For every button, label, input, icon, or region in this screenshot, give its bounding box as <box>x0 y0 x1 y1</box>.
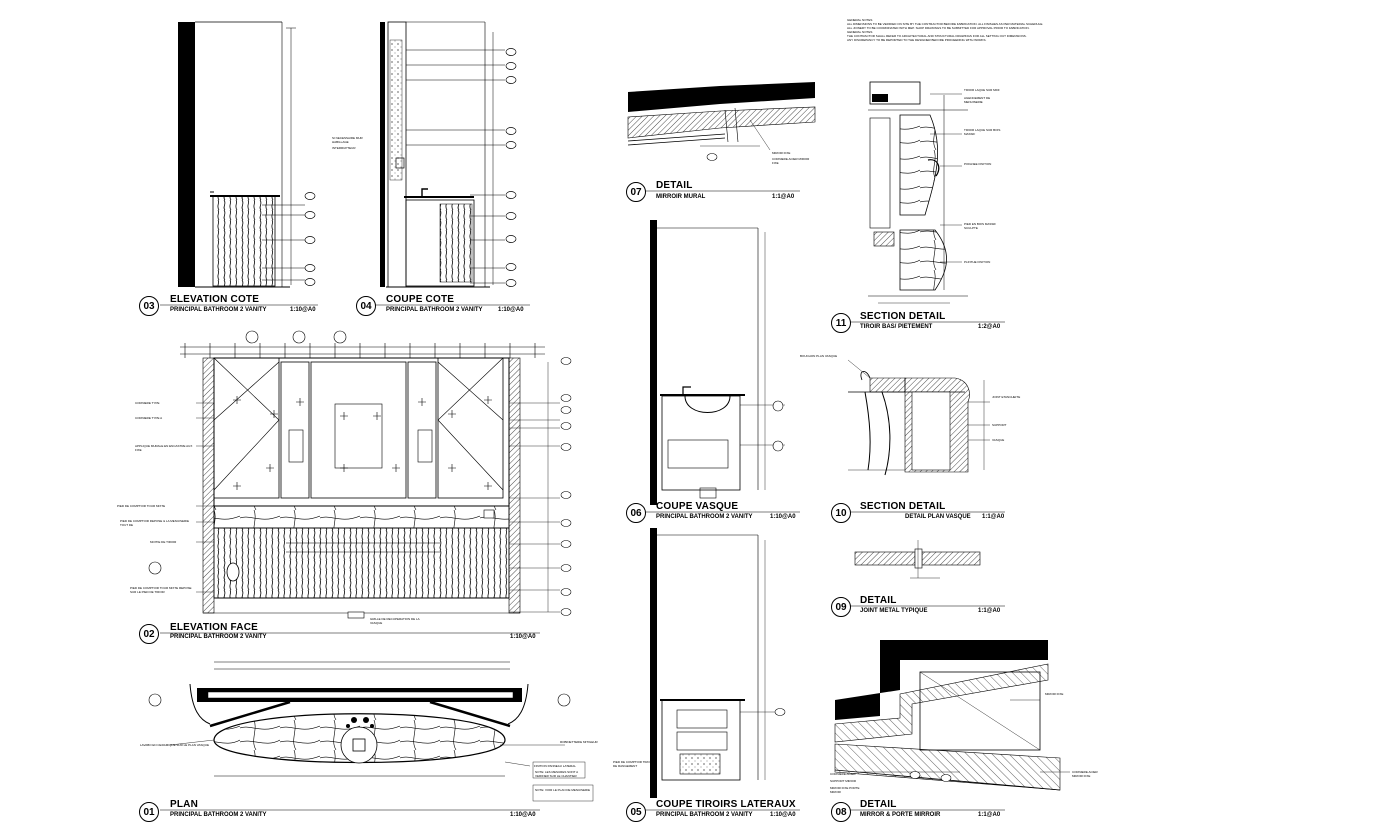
view-subtitle-09: JOINT METAL TYPIQUE <box>860 608 928 614</box>
view-title-07: DETAIL <box>656 180 693 191</box>
view-scale-04: 1:10@A0 <box>498 307 524 313</box>
annotation: CORNIERE ACIER <box>830 772 856 776</box>
annotation: MIROIR FIXE <box>1045 692 1064 696</box>
annotation: VASQUE <box>992 438 1005 442</box>
view-scale-10: 1:1@A0 <box>982 514 1005 520</box>
annotation: PIED DE COMPTOIR REPOSE & LA MENUISERIE … <box>120 519 189 527</box>
note-line: THE CONTRACTOR SHALL REFER TO ARCHITECTU… <box>847 34 1027 38</box>
annotation: MIROIR FIXE <box>772 151 791 155</box>
view-number-03: 03 <box>139 296 159 316</box>
annotation: JOINT ETANCHEITE <box>992 395 1021 399</box>
view-subtitle-06: PRINCIPAL BATHROOM 2 VANITY <box>656 514 753 520</box>
annotation: NOTE: LES MESURES SONT A VERIFIER SUR LE… <box>535 770 578 778</box>
annotation: AGENCEMENT DE MENUISERIE <box>964 96 991 104</box>
view-subtitle-10: DETAIL PLAN VASQUE <box>905 514 971 520</box>
annotation: SUPPORT <box>992 423 1007 427</box>
annotation: SUPPORT MIROIR <box>830 779 857 783</box>
view-title-09: DETAIL <box>860 595 897 606</box>
view-11-section-detail <box>868 81 968 304</box>
view-scale-05: 1:10@A0 <box>770 812 796 818</box>
view-title-11: SECTION DETAIL <box>860 311 946 322</box>
view-subtitle-01: PRINCIPAL BATHROOM 2 VANITY <box>170 812 267 818</box>
view-09-detail <box>854 540 981 579</box>
view-scale-09: 1:1@A0 <box>978 608 1001 614</box>
annotation: PIED DE COMPTOIR TIROIR DE RANGEMENT <box>613 760 653 768</box>
view-number-07: 07 <box>626 182 646 202</box>
annotation: CORNIERE ACIER MIROIR FIXE <box>1072 770 1098 778</box>
annotation: LAVABO EN CERAMIQUE SUR LE PLAN VASQUE <box>140 743 210 747</box>
view-number-01: 01 <box>139 802 159 822</box>
view-number-09: 09 <box>831 597 851 617</box>
view-scale-03: 1:10@A0 <box>290 307 316 313</box>
annotation: APPLIQUE MURALE EN ENCASTRE AUX FIXE <box>135 444 193 452</box>
annotation: INTERRUPTEUR <box>332 146 356 150</box>
annotation: ROBINETTERIE MITIGEUR <box>560 740 598 744</box>
note-line: ALL DIMENSIONS TO BE VERIFIED ON SITE BY… <box>847 22 1044 26</box>
view-number-10: 10 <box>831 503 851 523</box>
view-01-plan <box>148 661 594 802</box>
view-subtitle-04: PRINCIPAL BATHROOM 2 VANITY <box>386 307 483 313</box>
note-line: ALL JOINERY TO BE COORDINATED WITH MEP. … <box>847 26 1030 30</box>
annotation: NOTE: VOIR LE PLAN DE MENUISERIE <box>535 788 591 792</box>
view-08-detail <box>834 640 1070 791</box>
view-03-elevation-cote <box>178 21 316 288</box>
view-title-03: ELEVATION COTE <box>170 294 260 305</box>
view-subtitle-08: MIRROR & PORTE MIRROIR <box>860 812 941 818</box>
general-notes: GENERAL NOTES ALL DIMENSIONS TO BE VERIF… <box>847 18 1062 60</box>
view-title-10: SECTION DETAIL <box>860 501 946 512</box>
view-05-coupe-tiroirs <box>650 528 786 798</box>
annotation: GRILLE DE RECUPERATION DE LA VASQUE <box>370 617 420 625</box>
annotation: TIROIR LAQUE SUR BOIS MASSIF <box>964 128 1001 136</box>
annotation: FINITION PANNEAU LATERAL <box>534 764 576 768</box>
view-scale-07: 1:1@A0 <box>772 194 795 200</box>
view-07-detail <box>627 82 816 161</box>
annotation: BOUCHON PLAN VASQUE <box>800 354 838 358</box>
view-02-elevation-face <box>148 330 572 619</box>
annotation: PIED EN BOIS MASSIF SCULPTE <box>964 222 997 230</box>
annotation: PLINTHE FINITION <box>964 260 991 264</box>
annotation: PIED DE COMPTOIR TOUR MIXTE REPOSE SUR L… <box>130 586 192 594</box>
view-title-08: DETAIL <box>860 799 897 810</box>
view-title-04: COUPE COTE <box>386 294 455 305</box>
view-scale-01: 1:10@A0 <box>510 812 536 818</box>
annotation: CORNIERE ACIER MIROIR FIXE <box>772 157 810 165</box>
annotation: CORNIERE TYPE <box>135 401 160 405</box>
view-number-05: 05 <box>626 802 646 822</box>
annotation: CORNIERE TYPE A <box>135 416 163 420</box>
annotation: TIROIR LAQUE SUR MDF <box>964 88 1000 92</box>
view-subtitle-03: PRINCIPAL BATHROOM 2 VANITY <box>170 307 267 313</box>
annotation: SI NECESSAIRE MUR HABILLAGE <box>332 136 363 144</box>
view-subtitle-05: PRINCIPAL BATHROOM 2 VANITY <box>656 812 753 818</box>
view-scale-06: 1:10@A0 <box>770 514 796 520</box>
view-number-11: 11 <box>831 313 851 333</box>
view-number-02: 02 <box>139 624 159 644</box>
view-title-02: ELEVATION FACE <box>170 622 258 633</box>
view-subtitle-11: TIROIR BAS/ PIETEMENT <box>860 324 933 330</box>
note-line: ANY DISCREPANCY TO BE REPORTED TO THE DE… <box>847 38 987 42</box>
view-subtitle-02: PRINCIPAL BATHROOM 2 VANITY <box>170 634 267 640</box>
view-number-08: 08 <box>831 802 851 822</box>
view-number-04: 04 <box>356 296 376 316</box>
view-scale-02: 1:10@A0 <box>510 634 536 640</box>
view-scale-08: 1:1@A0 <box>978 812 1001 818</box>
note-line: GENERAL NOTES <box>847 18 873 22</box>
view-title-01: PLAN <box>170 799 199 810</box>
view-04-coupe-cote <box>380 21 517 288</box>
view-10-section-detail <box>847 359 990 476</box>
note-line: GENERAL NOTES <box>847 30 873 34</box>
annotation: MIROIR FIXE PORTE MIROIR <box>830 786 860 794</box>
annotation: POIGNEE FINITION <box>964 162 992 166</box>
view-title-05: COUPE TIROIRS LATERAUX <box>656 799 796 810</box>
view-subtitle-07: MIRROIR MURAL <box>656 194 706 200</box>
view-title-06: COUPE VASQUE <box>656 501 739 512</box>
view-number-06: 06 <box>626 503 646 523</box>
view-06-coupe-vasque <box>650 220 785 505</box>
annotation: PIED DE COMPTOIR TOUR MIXTE <box>117 504 166 508</box>
title-underlines <box>160 190 1005 811</box>
annotation: MOITIE DE TIROIR <box>150 540 177 544</box>
view-scale-11: 1:2@A0 <box>978 324 1001 330</box>
